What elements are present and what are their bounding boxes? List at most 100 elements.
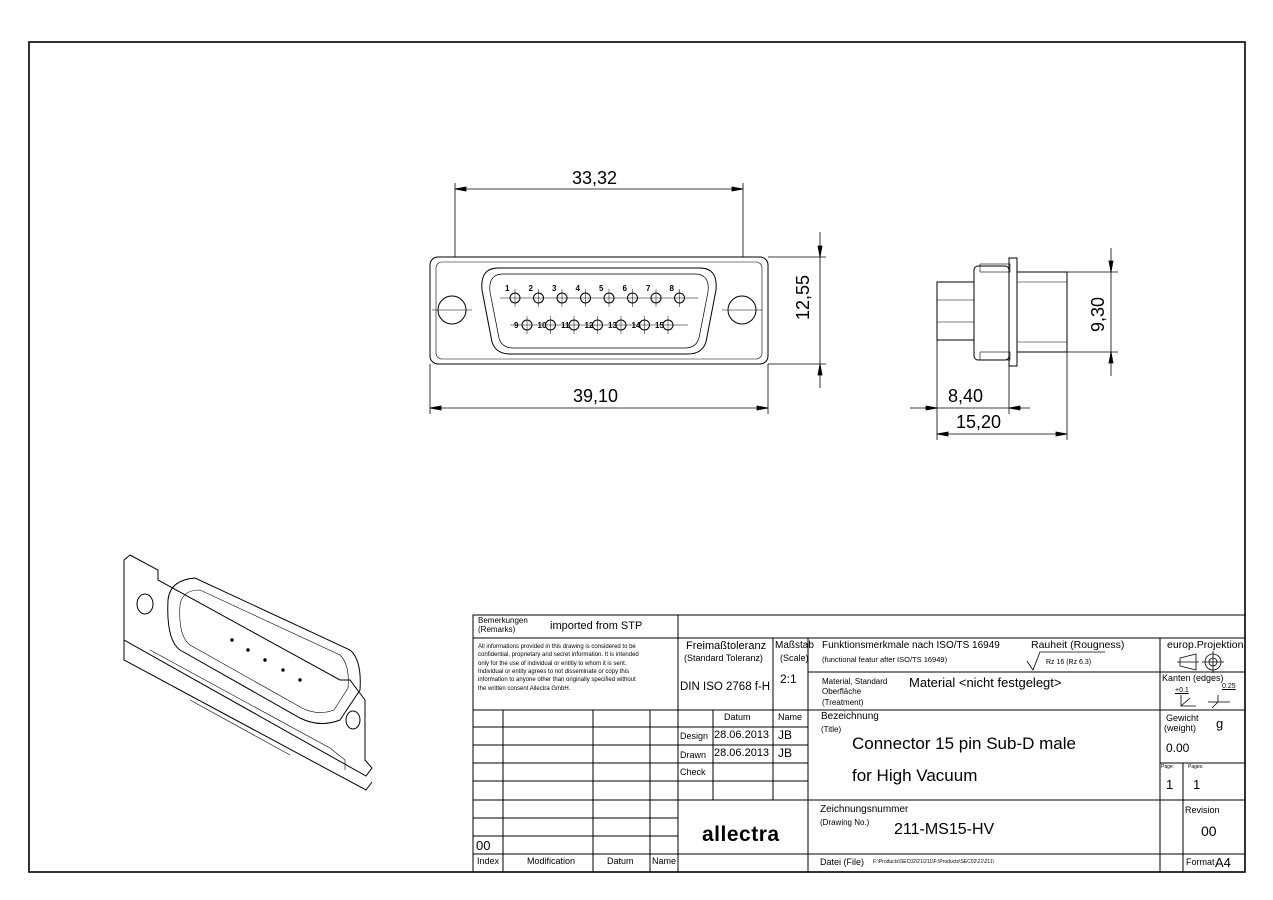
pin-label-8: 8 xyxy=(669,284,674,293)
pin-label-2: 2 xyxy=(528,284,533,293)
drawing-no-label-de: Zeichnungsnummer xyxy=(820,804,909,815)
side-view xyxy=(936,257,1068,367)
design-date: 28.06.2013 xyxy=(714,729,770,741)
edges-symbol-icon xyxy=(1180,695,1230,709)
functional-label-de: Funktionsmerkmale nach ISO/TS 16949 xyxy=(822,640,1000,651)
shell-side xyxy=(973,265,1010,361)
design-name: JB xyxy=(778,728,793,742)
title-block-grid xyxy=(472,614,1246,873)
pin-label-7: 7 xyxy=(646,284,651,293)
dim-side-height: 9,30 xyxy=(1088,296,1108,332)
front-view xyxy=(429,256,769,365)
dim-front-height: 12,55 xyxy=(793,274,813,320)
pin-body xyxy=(936,281,975,341)
drawn-date: 28.06.2013 xyxy=(714,747,770,759)
modification-header: Modification xyxy=(527,856,576,866)
revision-value: 00 xyxy=(1201,823,1217,839)
tolerance-value: DIN ISO 2768 f-H xyxy=(680,681,771,693)
drawn-label: Drawn xyxy=(680,750,707,760)
projection-label: europ.Projektion xyxy=(1167,639,1244,651)
dim-side-depth-a: 8,40 xyxy=(948,386,984,406)
dim-front-width-inner: 33,32 xyxy=(572,168,618,188)
tolerance-label-en: (Standard Toleranz) xyxy=(684,653,763,663)
remarks-label-de: Bemerkungen xyxy=(478,616,528,625)
confidential-note-line: information to anyone other than origina… xyxy=(478,677,636,684)
isometric-view xyxy=(123,554,373,791)
confidential-note-line: the written consent Allectra GmbH. xyxy=(478,685,571,692)
pin-label-3: 3 xyxy=(552,284,557,293)
weight-value: 0.00 xyxy=(1166,741,1190,755)
drawing-no-label-en: (Drawing No.) xyxy=(820,818,870,827)
pages-value: 1 xyxy=(1193,777,1201,792)
roughness-label: Rauheit (Rougness) xyxy=(1031,639,1125,651)
pin-label-10: 10 xyxy=(537,321,547,330)
title-label-en: (Title) xyxy=(821,725,842,734)
shell-outer xyxy=(481,267,717,355)
design-label: Design xyxy=(680,731,709,741)
iso-shell xyxy=(167,577,361,724)
format-value: A4 xyxy=(1215,855,1231,870)
check-label: Check xyxy=(680,767,706,777)
weight-label-de: Gewicht xyxy=(1166,713,1199,723)
pin-label-15: 15 xyxy=(655,321,664,330)
rear-body xyxy=(1016,271,1068,353)
name-header: Name xyxy=(778,712,803,722)
confidential-note-line: confidential, proprietary and secret inf… xyxy=(478,652,639,659)
confidential-note-line: All informations provided in this drawin… xyxy=(478,644,636,650)
revision-label: Revision xyxy=(1185,805,1220,815)
confidential-note-line: only for the use of individual or entiti… xyxy=(478,660,627,667)
pin-label-9: 9 xyxy=(514,321,519,330)
index-header: Index xyxy=(477,856,500,866)
tolerance-label-de: Freimaßtoleranz xyxy=(686,640,767,652)
roughness-value: Rz 16 (Rz 6.3) xyxy=(1046,659,1092,666)
index-value: 00 xyxy=(476,838,491,853)
flange-side xyxy=(1008,257,1018,367)
functional-label-en: (functional featur after ISO/TS 16949) xyxy=(822,655,948,664)
file-label: Datei (File) xyxy=(820,857,865,867)
page-label: Page: xyxy=(1161,764,1175,770)
pin-label-13: 13 xyxy=(608,321,617,330)
title-line-2: for High Vacuum xyxy=(852,766,978,785)
edges-value-b: 0.25 xyxy=(1222,683,1236,690)
roughness-symbol xyxy=(1026,651,1105,671)
remarks-label-en: (Remarks) xyxy=(478,625,516,634)
dim-side-depth-b: 15,20 xyxy=(956,412,1002,432)
title-label-de: Bezeichnung xyxy=(821,711,879,722)
name-header-2: Name xyxy=(652,856,677,866)
allectra-logo: allectra xyxy=(702,823,780,846)
datum-header: Datum xyxy=(607,856,634,866)
material-label-1: Material, Standard xyxy=(822,677,888,686)
format-label: Format xyxy=(1186,857,1215,867)
projection-symbol-icon xyxy=(1177,651,1224,673)
page-value: 1 xyxy=(1166,777,1174,792)
side-dimensions xyxy=(910,248,1118,440)
iso-flange xyxy=(123,554,373,777)
pin-label-1: 1 xyxy=(505,284,510,293)
pin-label-4: 4 xyxy=(575,284,580,293)
front-dimensions xyxy=(429,183,826,414)
pin-label-6: 6 xyxy=(622,284,627,293)
remarks-value: imported from STP xyxy=(550,620,643,632)
pin-label-12: 12 xyxy=(584,321,594,330)
scale-value: 2:1 xyxy=(780,672,797,686)
file-value: F:\Products\SEC02\21\211\F:\Products\SEC… xyxy=(873,859,994,865)
confidential-note-line: Individual or entity agrees to not disse… xyxy=(478,668,630,675)
edges-label: Kanten (edges) xyxy=(1162,673,1224,683)
scale-label-en: (Scale) xyxy=(780,653,809,663)
pin-label-14: 14 xyxy=(631,321,641,330)
title-line-1: Connector 15 pin Sub-D male xyxy=(852,734,1076,753)
pin-label-11: 11 xyxy=(561,321,570,330)
material-label-2: Oberfläche xyxy=(822,687,862,696)
flange-outline xyxy=(429,256,769,365)
pin-label-5: 5 xyxy=(599,284,604,293)
material-value: Material <nicht festgelegt> xyxy=(909,675,1062,690)
weight-label-en: (weight) xyxy=(1164,723,1197,733)
pages-label: Pages: xyxy=(1188,764,1204,770)
dim-front-width-outer: 39,10 xyxy=(573,386,619,406)
scale-label-de: Maßstab xyxy=(775,640,814,651)
drawn-name: JB xyxy=(778,746,793,760)
weight-unit: g xyxy=(1216,716,1224,731)
material-label-3: (Treatment) xyxy=(822,698,864,707)
pins xyxy=(509,289,685,334)
